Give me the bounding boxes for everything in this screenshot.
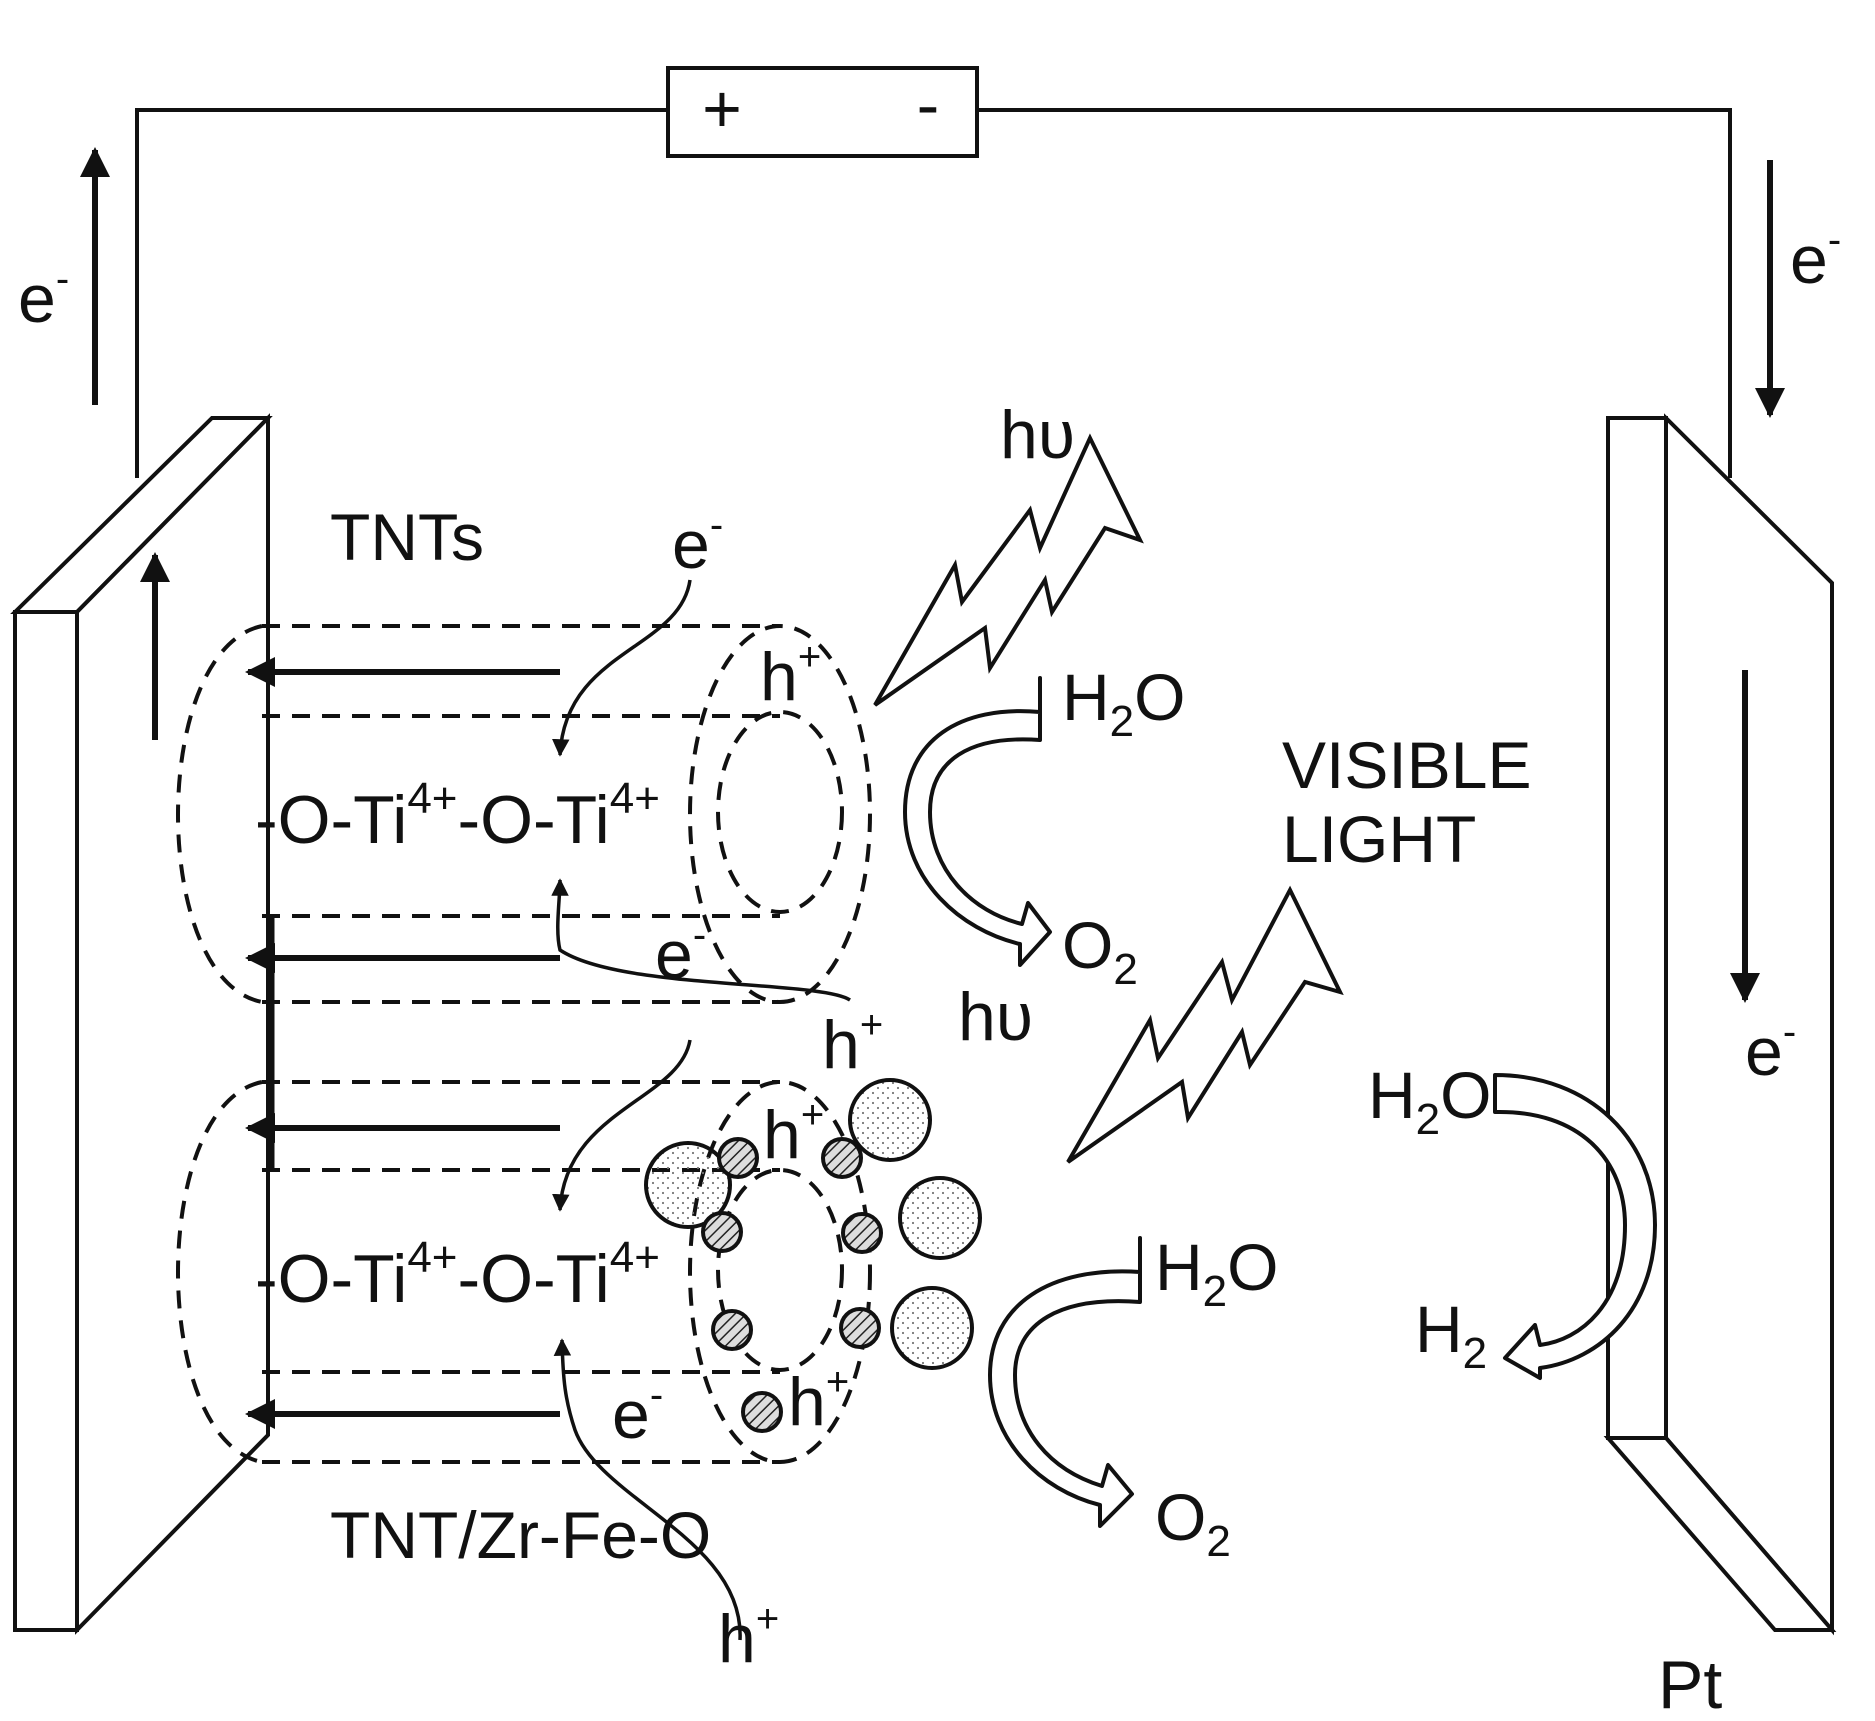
top-o2-label: O2 <box>1062 908 1138 994</box>
tnt-zr-label: TNT/Zr-Fe-O <box>330 1498 711 1572</box>
electron-label-left: e- <box>18 257 69 337</box>
bottom-hole-path-curve <box>553 1338 742 1641</box>
cluster-hole-label-1: h+ <box>763 1093 824 1173</box>
bottom-electron-path-curve <box>552 1039 692 1212</box>
top-nanotube <box>176 624 872 1004</box>
tnts-label: TNTs <box>330 500 484 574</box>
small-particle <box>841 1212 883 1254</box>
top-hole-label: h+ <box>760 635 821 715</box>
top-chain-text: -O-Ti4+-O-Ti4+ <box>255 774 660 858</box>
bottom-h2o-label: H2O <box>1155 1230 1279 1316</box>
bottom-water-oxidation-arrow <box>988 1236 1142 1528</box>
circuit-wire <box>135 108 1732 478</box>
h2-label: H2 <box>1415 1292 1487 1378</box>
top-electron-label: e- <box>672 503 723 583</box>
small-particle <box>717 1137 759 1179</box>
mid-hole-label: h+ <box>822 1003 883 1083</box>
top-photon-label: hυ <box>1000 397 1075 473</box>
small-particle <box>711 1309 753 1351</box>
bottom-nanotube <box>176 1080 872 1464</box>
bottom-photon-bolt <box>1066 885 1344 1164</box>
mid-electron-label: e- <box>655 913 706 993</box>
cluster-hole-label-2: h+ <box>788 1360 849 1440</box>
bottom-photon-label: hυ <box>958 979 1033 1055</box>
small-particle <box>701 1211 743 1253</box>
light-label: LIGHT <box>1282 802 1476 876</box>
large-particle <box>890 1286 974 1370</box>
left-electrode <box>10 413 273 1635</box>
bottom-o2-label: O2 <box>1155 1480 1231 1566</box>
bottom-hole-label: h+ <box>718 1597 779 1677</box>
top-water-oxidation-arrow <box>903 676 1052 967</box>
zr-fe-o-nanoparticles <box>644 1078 982 1433</box>
small-particle <box>821 1137 863 1179</box>
large-particle <box>848 1078 932 1162</box>
hydrogen-evolution-arrow <box>1493 1073 1657 1380</box>
pt-electron-label: e- <box>1745 1010 1796 1090</box>
large-particle <box>644 1141 732 1229</box>
top-electron-path-curve <box>552 579 692 757</box>
pt-electrode <box>1603 413 1837 1636</box>
small-particle <box>839 1307 881 1349</box>
pt-label: Pt <box>1658 1647 1722 1716</box>
bottom-electron-label: e- <box>612 1373 663 1453</box>
pt-h2o-label: H2O <box>1368 1058 1492 1144</box>
top-photon-bolt <box>873 433 1144 707</box>
battery-minus: - <box>917 67 940 143</box>
electron-label-right: e- <box>1790 218 1841 298</box>
top-h2o-label: H2O <box>1062 660 1186 746</box>
battery <box>666 66 979 158</box>
battery-plus: + <box>702 71 742 147</box>
bottom-chain-text: -O-Ti4+-O-Ti4+ <box>255 1233 660 1317</box>
visible-label: VISIBLE <box>1282 728 1531 802</box>
top-hole-path-curve <box>551 878 851 1002</box>
small-particle <box>741 1391 783 1433</box>
large-particle <box>898 1176 982 1260</box>
